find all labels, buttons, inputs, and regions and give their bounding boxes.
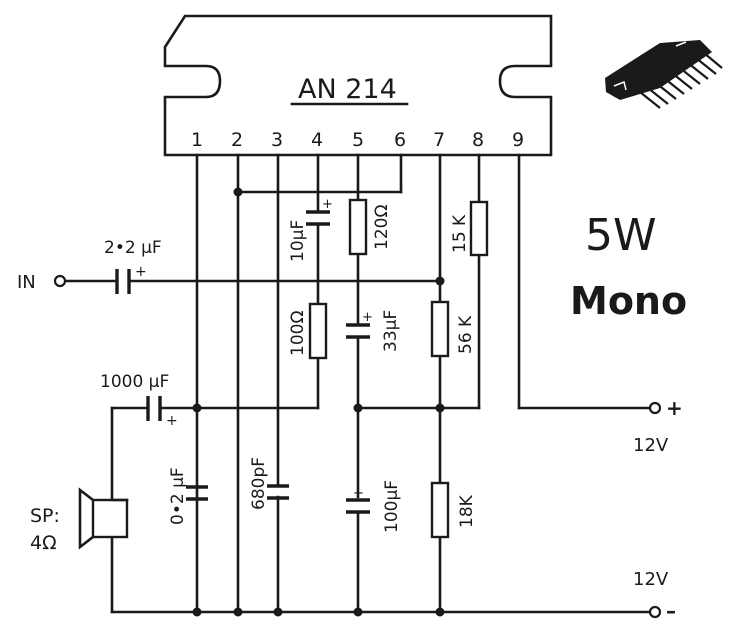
pin-label-3: 3 — [271, 129, 283, 151]
wires — [64, 153, 650, 614]
capacitor-33uf: + 33µF — [346, 310, 401, 352]
pin-label-2: 2 — [231, 129, 243, 151]
capacitor-100uf: + 100µF — [346, 480, 402, 533]
capacitor-33uf-label: 33µF — [381, 310, 401, 352]
pin-label-5: 5 — [352, 129, 364, 151]
svg-text:+: + — [135, 264, 147, 280]
svg-text:+: + — [353, 486, 364, 501]
svg-text:+: + — [166, 413, 178, 429]
capacitor-output-label: 1000 µF — [100, 372, 169, 392]
capacitor-680pf: 680pF — [249, 457, 289, 510]
pin-label-4: 4 — [311, 129, 323, 151]
capacitor-0-2uf: 0•2 µF — [168, 467, 208, 525]
capacitor-10uf-label: 10µF — [288, 220, 308, 262]
resistor-56k: 56 K — [430, 300, 476, 358]
supply-negative-sign: – — [666, 599, 676, 623]
speaker-label: SP: — [30, 505, 60, 527]
resistor-18k-label: 18K — [457, 494, 477, 528]
capacitor-680pf-label: 680pF — [249, 457, 269, 510]
pin-label-7: 7 — [433, 129, 445, 151]
resistor-100-label: 100Ω — [288, 311, 308, 356]
capacitor-0-2uf-label: 0•2 µF — [168, 467, 188, 525]
supply-positive-terminal — [648, 401, 662, 415]
resistor-15k-label: 15 K — [450, 214, 470, 253]
ic-part-number: AN 214 — [298, 74, 397, 105]
input-terminal — [53, 274, 67, 288]
svg-text:+: + — [362, 310, 373, 325]
speaker-icon — [78, 487, 129, 550]
svg-text:+: + — [322, 197, 333, 212]
resistor-100: 100Ω — [288, 302, 328, 360]
capacitor-output: + 1000 µF — [100, 372, 178, 429]
resistor-15k: 15 K — [450, 200, 489, 257]
ic-pin-labels: 1 2 3 4 5 6 7 8 9 — [191, 129, 524, 151]
pin-label-8: 8 — [472, 129, 484, 151]
capacitor-input: + 2•2 µF — [104, 238, 162, 294]
supply-positive-sign: + — [666, 396, 683, 420]
junction-dots — [192, 187, 445, 617]
power-rating: 5W — [585, 210, 657, 261]
capacitor-10uf: + 10µF — [288, 197, 333, 262]
supply-negative-voltage: 12V — [633, 569, 669, 590]
pin-label-6: 6 — [394, 129, 406, 151]
resistor-18k: 18K — [430, 481, 477, 539]
resistor-120: 120Ω — [348, 198, 392, 256]
input-label: IN — [17, 272, 36, 293]
channel-mode: Mono — [570, 279, 687, 323]
resistor-120-label: 120Ω — [372, 205, 392, 250]
supply-negative-terminal — [648, 605, 662, 619]
speaker-impedance: 4Ω — [30, 532, 57, 554]
ic-package-icon — [605, 40, 723, 109]
capacitor-100uf-label: 100µF — [382, 480, 402, 533]
pin-label-1: 1 — [191, 129, 203, 151]
capacitor-input-label: 2•2 µF — [104, 238, 162, 258]
pin-label-9: 9 — [512, 129, 524, 151]
resistor-56k-label: 56 K — [456, 315, 476, 354]
supply-positive-voltage: 12V — [633, 435, 669, 456]
